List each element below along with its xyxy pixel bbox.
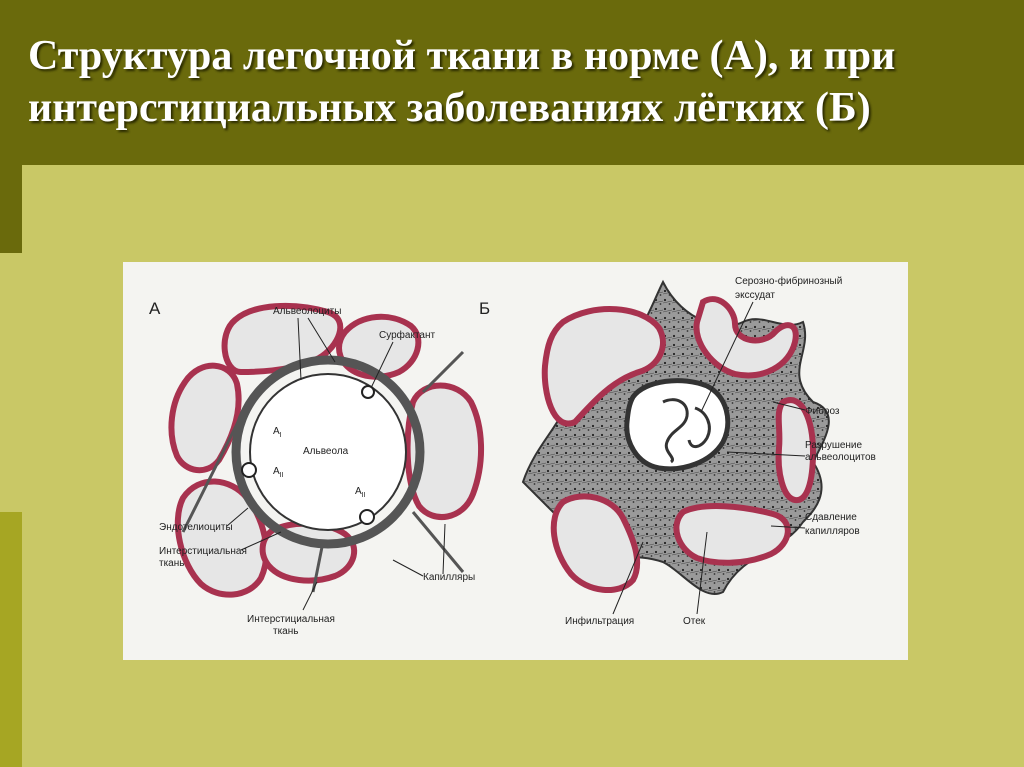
leader-destruction bbox=[726, 451, 806, 457]
panel-b-letter: Б bbox=[479, 299, 490, 318]
label-a2-top: AII bbox=[273, 466, 284, 479]
label-a2-bottom: AII bbox=[355, 486, 366, 499]
label-interstitial-2-line2: ткань bbox=[273, 626, 298, 637]
label-infiltration: Инфильтрация bbox=[565, 615, 634, 627]
label-capillaries: Капилляры bbox=[423, 572, 475, 583]
leader-interstitial-2 bbox=[302, 581, 318, 611]
capillary-left bbox=[168, 362, 242, 473]
capillary-b-topleft bbox=[541, 306, 666, 427]
label-edema: Отек bbox=[683, 616, 706, 627]
figure-svg: А Альвеолоциты Сурфактант Альвеола AI AI bbox=[149, 275, 876, 637]
leader-compression bbox=[770, 525, 806, 529]
alveola-lumen bbox=[249, 373, 407, 531]
alveolocyte-cell-left bbox=[241, 462, 257, 478]
label-exudate-line1: Серозно-фибринозный bbox=[735, 275, 842, 287]
interstitial-strand-1 bbox=[181, 350, 465, 593]
leader-interstitial-1 bbox=[240, 531, 282, 551]
surfactant-cell bbox=[361, 385, 375, 399]
panel-a: А Альвеолоциты Сурфактант Альвеола AI AI bbox=[149, 299, 484, 637]
panel-a-letter: А bbox=[149, 299, 161, 318]
lung-tissue-figure: А Альвеолоциты Сурфактант Альвеола AI AI bbox=[123, 262, 908, 660]
leader-exudate bbox=[700, 301, 754, 413]
title-band: Структура легочной ткани в норме (А), и … bbox=[0, 0, 1024, 165]
leader-edema bbox=[696, 531, 708, 615]
label-destruction-line2: альвеолоцитов bbox=[805, 452, 876, 463]
leader-infiltration bbox=[612, 541, 644, 615]
capillary-topright bbox=[336, 313, 422, 380]
leader-fibrosis bbox=[772, 401, 806, 411]
label-a1: AI bbox=[273, 426, 282, 439]
label-alveolocytes: Альвеолоциты bbox=[273, 306, 341, 317]
label-fibrosis: Фиброз bbox=[805, 405, 840, 417]
decor-bar-bottom bbox=[0, 512, 22, 767]
label-interstitial-1-line1: Интерстициальная bbox=[159, 546, 247, 557]
slide-title: Структура легочной ткани в норме (А), и … bbox=[28, 33, 896, 131]
capillary-b-bottomleft bbox=[550, 493, 641, 594]
capillary-b-bottomright bbox=[673, 503, 791, 566]
capillary-bottomleft bbox=[174, 478, 270, 598]
leader-capillaries bbox=[392, 523, 446, 577]
alveola-wall bbox=[231, 355, 425, 549]
label-compression-line2: капилляров bbox=[805, 526, 860, 537]
capillary-right bbox=[404, 382, 484, 520]
label-alveola: Альвеола bbox=[303, 446, 349, 457]
decor-bar-top bbox=[0, 165, 22, 253]
label-surfactant: Сурфактант bbox=[379, 329, 435, 341]
panel-b: Б Серозно-фибринозный экссудат Фиброз Ра… bbox=[479, 275, 876, 627]
label-destruction-line1: Разрушение bbox=[805, 440, 863, 451]
label-interstitial-2-line1: Интерстициальная bbox=[247, 614, 335, 625]
leader-surfactant bbox=[370, 341, 394, 389]
label-compression-line1: Сдавление bbox=[805, 512, 857, 523]
capillary-b-right bbox=[775, 397, 817, 503]
label-exudate-line2: экссудат bbox=[735, 290, 775, 301]
label-interstitial-1-line2: ткань bbox=[159, 558, 184, 569]
collapsed-alveola bbox=[624, 378, 731, 472]
leader-alveolocytes bbox=[297, 317, 336, 381]
label-endotheliocytes: Эндотелиоциты bbox=[159, 522, 233, 533]
leader-endotheliocytes bbox=[226, 507, 249, 527]
alveolocyte-cell-bottom bbox=[359, 509, 375, 525]
exudate bbox=[662, 398, 711, 464]
